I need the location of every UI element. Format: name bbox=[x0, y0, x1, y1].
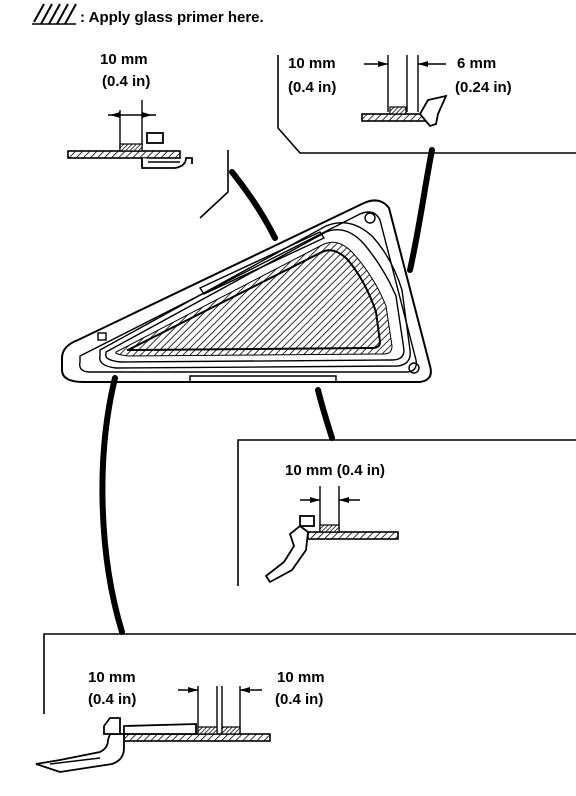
bottom-right-mm: 10 mm bbox=[277, 669, 325, 686]
top-right-right-in: (0.24 in) bbox=[455, 79, 512, 96]
quarter-window bbox=[61, 199, 432, 383]
top-right-left-mm: 10 mm bbox=[288, 55, 336, 72]
top-left-dim-mm: 10 mm bbox=[100, 51, 148, 68]
mid-right-dim: 10 mm (0.4 in) bbox=[285, 462, 385, 479]
top-right-left-in: (0.4 in) bbox=[288, 79, 336, 96]
legend-text: : Apply glass primer here. bbox=[80, 9, 264, 26]
glass-section bbox=[67, 150, 181, 159]
callout-mid-right: 10 mm (0.4 in) bbox=[237, 439, 576, 586]
bottom-right-in: (0.4 in) bbox=[275, 691, 323, 708]
callout-top-right: 10 mm (0.4 in) 6 mm (0.24 in) bbox=[277, 55, 576, 154]
top-right-right-mm: 6 mm bbox=[457, 55, 496, 72]
callout-top-left: 10 mm (0.4 in) bbox=[67, 51, 229, 219]
hatch-swatch-icon bbox=[32, 3, 77, 25]
bottom-left-in: (0.4 in) bbox=[88, 691, 136, 708]
leader-lines bbox=[99, 147, 435, 635]
legend: : Apply glass primer here. bbox=[32, 3, 264, 26]
bottom-left-mm: 10 mm bbox=[88, 669, 136, 686]
top-left-dim-in: (0.4 in) bbox=[102, 73, 150, 90]
callout-bottom: 10 mm (0.4 in) 10 mm (0.4 in) bbox=[35, 633, 576, 773]
primer-area bbox=[119, 143, 143, 152]
